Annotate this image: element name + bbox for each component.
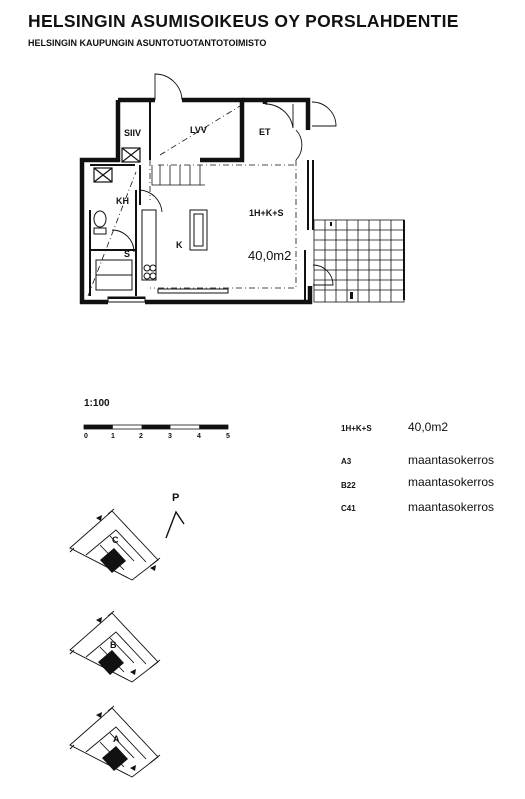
info-unit-code: A3 bbox=[341, 457, 352, 466]
room-label-kitchen-bath: KH bbox=[116, 196, 129, 206]
small-marks bbox=[330, 222, 353, 299]
site-key-a-fill bbox=[102, 746, 128, 771]
stair-lines bbox=[151, 165, 205, 186]
key-markers bbox=[96, 515, 156, 771]
scale-tick: 4 bbox=[197, 433, 201, 440]
site-key-b-fill bbox=[98, 650, 124, 675]
scale-tick: 1 bbox=[111, 433, 115, 440]
apartment-area-label: 40,0m2 bbox=[248, 248, 292, 263]
info-unit-floor: maantasokerros bbox=[408, 475, 495, 489]
room-label-sauna: S bbox=[124, 249, 131, 259]
outer-walls bbox=[79, 97, 313, 305]
north-arrow bbox=[165, 510, 185, 539]
site-key-label-b: B bbox=[110, 640, 117, 650]
shaft-box bbox=[93, 147, 141, 183]
scale-label: 1:100 bbox=[84, 398, 110, 409]
apartment-type-label: 1H+K+S bbox=[249, 208, 284, 218]
terrace-grid bbox=[313, 219, 405, 303]
scale-tick: 3 bbox=[168, 433, 172, 440]
site-key-c-fill bbox=[100, 548, 126, 573]
north-label: P bbox=[172, 492, 180, 504]
info-area: 40,0m2 bbox=[408, 420, 449, 434]
page-title: HELSINGIN ASUMISOIKEUS OY PORSLAHDENTIE bbox=[28, 11, 459, 31]
info-unit-code: B22 bbox=[341, 481, 356, 490]
scale-tick: 5 bbox=[226, 433, 230, 440]
fixtures bbox=[93, 209, 229, 303]
site-key-label-a: A bbox=[113, 734, 120, 744]
info-unit-code: C41 bbox=[341, 504, 356, 513]
page-subtitle: HELSINGIN KAUPUNGIN ASUNTOTUOTANTOTOIMIS… bbox=[28, 38, 267, 48]
info-unit-floor: maantasokerros bbox=[408, 453, 495, 467]
info-type-code: 1H+K+S bbox=[341, 424, 372, 433]
interior-walls bbox=[89, 100, 314, 300]
door-swings bbox=[111, 73, 337, 286]
room-label-entrance: ET bbox=[259, 127, 271, 137]
scale-tick: 0 bbox=[84, 433, 88, 440]
info-unit-floor: maantasokerros bbox=[408, 500, 495, 514]
scale-bar bbox=[83, 424, 229, 430]
site-key-label-c: C bbox=[112, 535, 119, 545]
scale-tick: 2 bbox=[139, 433, 143, 440]
room-label-storage: SIIV bbox=[124, 128, 142, 138]
room-label-kitchen: K bbox=[176, 240, 183, 250]
room-label-laundry: LVV bbox=[190, 125, 207, 135]
site-key-b bbox=[69, 610, 161, 683]
